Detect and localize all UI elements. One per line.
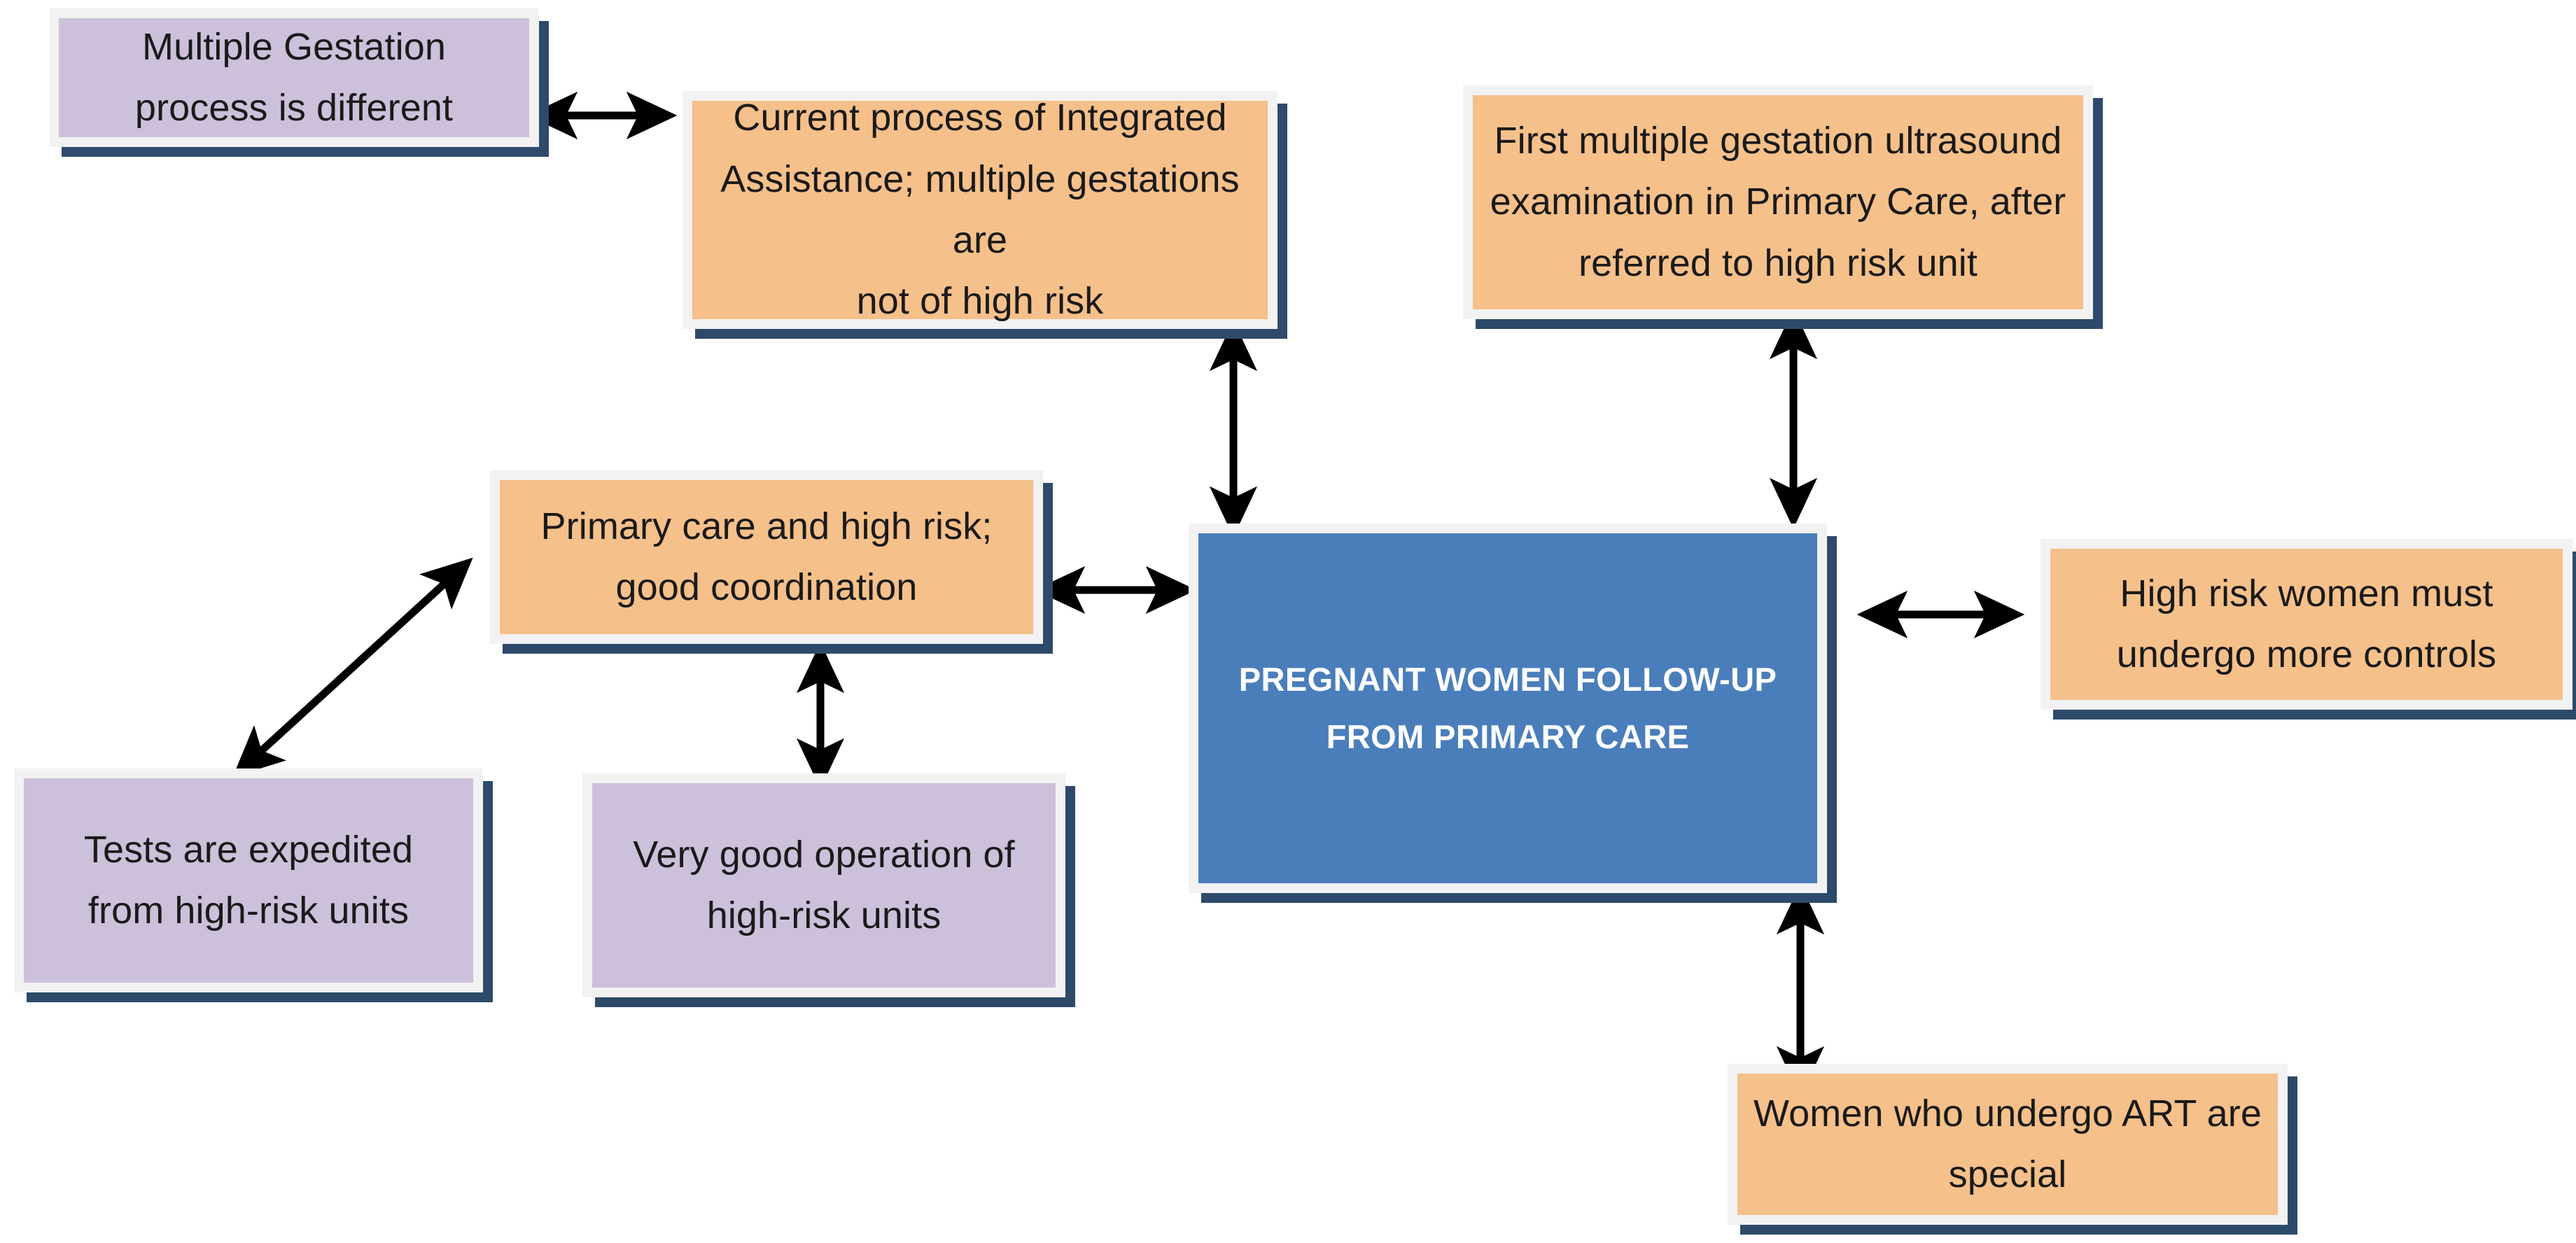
node-line: Assistance; multiple gestations are	[720, 157, 1240, 261]
node-line: undergo more controls	[2116, 633, 2497, 675]
node-line: referred to high risk unit	[1578, 241, 1977, 284]
node-line: Current process of Integrated	[733, 97, 1227, 139]
node-fill: Primary care and high risk; good coordin…	[500, 480, 1033, 634]
node-line: Very good operation of	[633, 833, 1015, 876]
node-fill: High risk women must undergo more contro…	[2050, 549, 2563, 700]
node-high-risk-women-controls[interactable]: High risk women must undergo more contro…	[2040, 539, 2572, 710]
node-very-good-operation[interactable]: Very good operation of high-risk units	[582, 773, 1065, 997]
node-line: process is different	[134, 87, 454, 129]
node-line: from high-risk units	[88, 890, 410, 932]
node-fill: Tests are expedited from high-risk units	[24, 778, 473, 983]
node-line: Tests are expedited	[83, 828, 414, 871]
node-line: FROM PRIMARY CARE	[1326, 718, 1690, 755]
node-multiple-gestation-process[interactable]: Multiple Gestation process is different	[49, 8, 539, 147]
node-line: Primary care and high risk;	[540, 505, 993, 547]
node-fill: First multiple gestation ultrasound exam…	[1473, 95, 2083, 309]
node-tests-expedited[interactable]: Tests are expedited from high-risk units	[14, 768, 483, 992]
node-line: High risk women must	[2120, 572, 2493, 615]
node-line: examination in Primary Care, after	[1490, 181, 2066, 223]
node-line: good coordination	[615, 566, 918, 608]
node-line: Multiple Gestation	[141, 25, 446, 68]
node-women-undergo-art[interactable]: Women who undergo ART are special	[1728, 1064, 2288, 1225]
node-line: First multiple gestation ultrasound	[1494, 119, 2062, 162]
node-fill: Very good operation of high-risk units	[592, 783, 1056, 988]
node-fill: Current process of Integrated Assistance…	[692, 97, 1268, 322]
node-fill: Multiple Gestation process is different	[59, 18, 529, 137]
node-fill: PREGNANT WOMEN FOLLOW-UP FROM PRIMARY CA…	[1198, 533, 1817, 883]
node-primary-care-coordination[interactable]: Primary care and high risk; good coordin…	[490, 470, 1043, 644]
node-first-ultrasound-examination[interactable]: First multiple gestation ultrasound exam…	[1463, 85, 2093, 319]
node-line: special	[1948, 1153, 2067, 1195]
node-fill: Women who undergo ART are special	[1737, 1074, 2278, 1215]
node-line: not of high risk	[856, 280, 1104, 323]
connector-tests-expedited-to-primary-care	[232, 557, 473, 778]
node-line: high-risk units	[706, 894, 941, 936]
node-line: Women who undergo ART are	[1754, 1092, 2262, 1135]
node-line: PREGNANT WOMEN FOLLOW-UP	[1238, 660, 1777, 698]
node-current-process-integrated-assistance[interactable]: Current process of Integrated Assistance…	[682, 91, 1278, 329]
node-pregnant-women-follow-up[interactable]: PREGNANT WOMEN FOLLOW-UP FROM PRIMARY CA…	[1189, 524, 1827, 893]
